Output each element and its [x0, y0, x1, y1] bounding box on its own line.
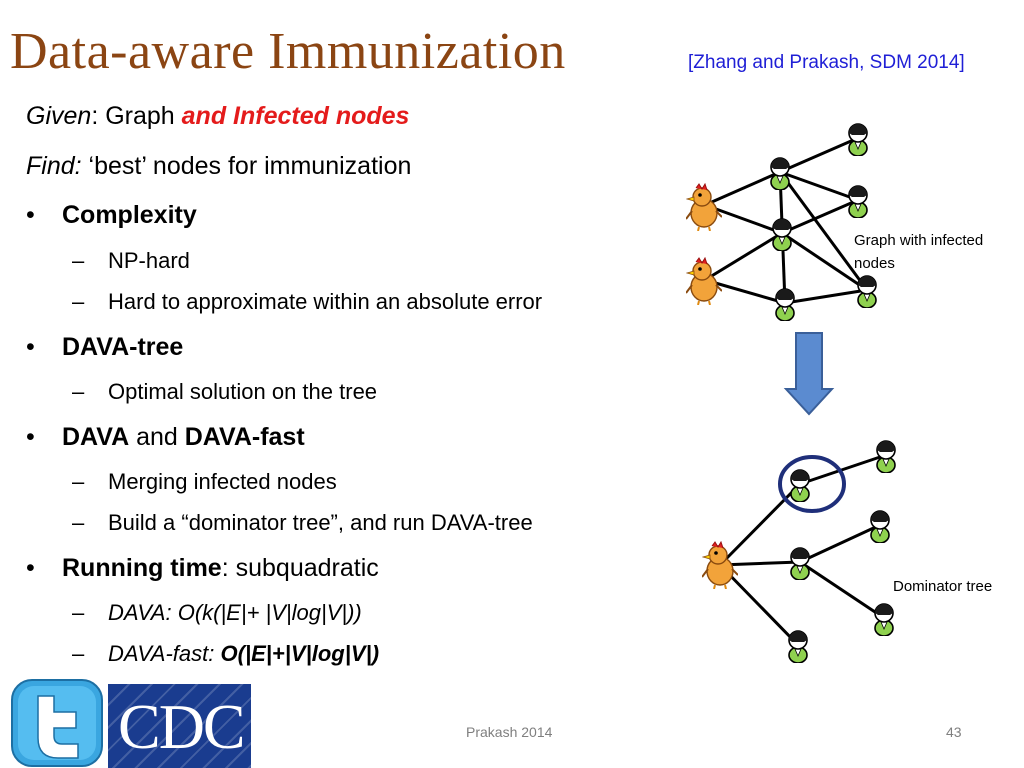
sub-bullet-text: NP-hard [108, 248, 190, 273]
bullet-dava: • DAVA and DAVA-fast [26, 423, 305, 452]
bullet-dot: • [26, 201, 35, 229]
person-node-icon [770, 157, 790, 190]
page-number: 43 [946, 724, 962, 740]
footer-author: Prakash 2014 [466, 724, 553, 740]
find-label: Find: [26, 152, 82, 180]
person-node-icon [848, 123, 868, 156]
down-arrow-icon [783, 332, 835, 416]
sub-bullet: –DAVA-fast: O(|E|+|V|log|V|) [72, 641, 380, 666]
person-node-icon [788, 630, 808, 663]
sub-bullet-text: DAVA: O(k(|E|+ |V|log|V|)) [108, 600, 362, 625]
person-node-icon [772, 218, 792, 251]
bullet-label: DAVA [62, 423, 130, 451]
twitter-logo-icon [11, 679, 103, 767]
person-node-icon [848, 185, 868, 218]
given-label: Given [26, 102, 92, 130]
cdc-logo-text: CDC [118, 691, 246, 762]
person-node-icon [870, 510, 890, 543]
sub-bullet-text: Build a “dominator tree”, and run DAVA-t… [108, 510, 533, 535]
sub-bullet: –DAVA: O(k(|E|+ |V|log|V|)) [72, 600, 362, 625]
person-node-icon [857, 275, 877, 308]
sub-bullet-text: Optimal solution on the tree [108, 379, 378, 404]
person-node-icon [874, 603, 894, 636]
given-emphasis: and Infected nodes [181, 102, 410, 130]
find-text: ‘best’ nodes for immunization [81, 152, 412, 180]
bullet-label: DAVA-tree [62, 333, 184, 361]
infected-node-icon [686, 257, 722, 305]
sub-bullet-bold: O(|E|+|V|log|V|) [220, 641, 380, 666]
sub-bullet: –Build a “dominator tree”, and run DAVA-… [72, 510, 533, 535]
sub-bullet-text: Hard to approximate within an absolute e… [108, 289, 543, 314]
bullet-complexity: • Complexity [26, 201, 197, 230]
bullet-label: Running time [62, 554, 222, 582]
sub-bullet: –NP-hard [72, 248, 190, 273]
bullet-label: Complexity [62, 201, 197, 229]
bullet-dot: • [26, 333, 35, 361]
person-node-icon [775, 288, 795, 321]
sub-bullet-text: Merging infected nodes [108, 469, 337, 494]
bullet-dot: • [26, 423, 35, 451]
bullet-running-time: • Running time: subquadratic [26, 554, 379, 583]
find-line: Find: ‘best’ nodes for immunization [26, 152, 411, 181]
cdc-logo: CDC [108, 684, 251, 768]
person-node-icon [790, 547, 810, 580]
bullet-text: : subquadratic [221, 554, 379, 582]
selected-node-ring [778, 455, 846, 513]
sub-bullet: –Optimal solution on the tree [72, 379, 378, 404]
citation: [Zhang and Prakash, SDM 2014] [688, 52, 965, 73]
graph-caption: Graph with infected nodes [854, 232, 984, 272]
tree-caption: Dominator tree [893, 578, 993, 595]
slide-title: Data-aware Immunization [10, 23, 566, 80]
person-node-icon [876, 440, 896, 473]
sub-bullet: –Merging infected nodes [72, 469, 337, 494]
infected-node-icon [702, 541, 738, 589]
bullet-dot: • [26, 554, 35, 582]
infected-node-icon [686, 183, 722, 231]
sub-bullet: –Hard to approximate within an absolute … [72, 289, 543, 314]
given-text: : Graph [91, 102, 182, 130]
bullet-label: DAVA-fast [184, 423, 305, 451]
sub-bullet-text: DAVA-fast: [108, 641, 221, 666]
bullet-dava-tree: • DAVA-tree [26, 333, 183, 362]
bullet-conj: and [129, 423, 185, 451]
person-node-icon [790, 469, 810, 502]
given-line: Given: Graph and Infected nodes [26, 102, 409, 131]
